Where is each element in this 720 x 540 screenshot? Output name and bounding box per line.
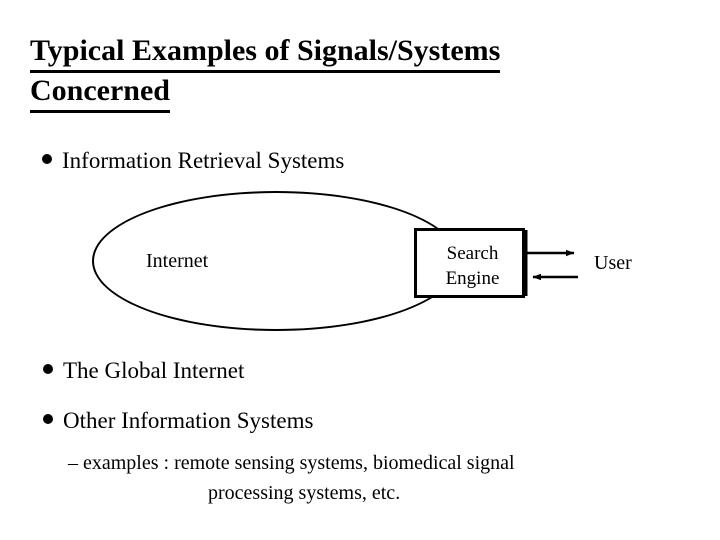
- page-title: Typical Examples of Signals/Systems Conc…: [30, 33, 690, 113]
- dash-bullet-icon: –: [68, 452, 78, 474]
- bullet-label: The Global Internet: [63, 358, 245, 383]
- bullet-item-the-global-internet: The Global Internet: [43, 358, 244, 384]
- page-title-line-2-text: Concerned: [30, 73, 170, 113]
- sub-bullet-line-2: processing systems, etc.: [208, 482, 401, 504]
- search-engine-label-line-2: Engine: [445, 268, 500, 289]
- filled-circle-bullet-icon: [42, 154, 52, 164]
- page-title-line-2: Concerned: [30, 73, 690, 113]
- bullet-label: Other Information Systems: [63, 408, 314, 433]
- page-title-line-1-text: Typical Examples of Signals/Systems: [30, 33, 501, 73]
- search-engine-box: Search Engine: [414, 228, 525, 298]
- search-engine-label-line-1: Search: [446, 243, 499, 264]
- sub-bullet-examples: –examples : remote sensing systems, biom…: [68, 448, 688, 508]
- internet-label: Internet: [146, 250, 209, 272]
- sub-bullet-line-1: examples : remote sensing systems, biome…: [83, 452, 515, 474]
- filled-circle-bullet-icon: [43, 364, 53, 374]
- bullet-label: Information Retrieval Systems: [62, 148, 345, 173]
- search-engine-label: Search Engine: [417, 241, 528, 291]
- bullet-item-information-retrieval-systems: Information Retrieval Systems: [42, 148, 344, 174]
- filled-circle-bullet-icon: [43, 414, 53, 424]
- bullet-item-other-information-systems: Other Information Systems: [43, 408, 313, 434]
- user-label: User: [594, 252, 632, 274]
- page-title-line-1: Typical Examples of Signals/Systems: [30, 33, 690, 73]
